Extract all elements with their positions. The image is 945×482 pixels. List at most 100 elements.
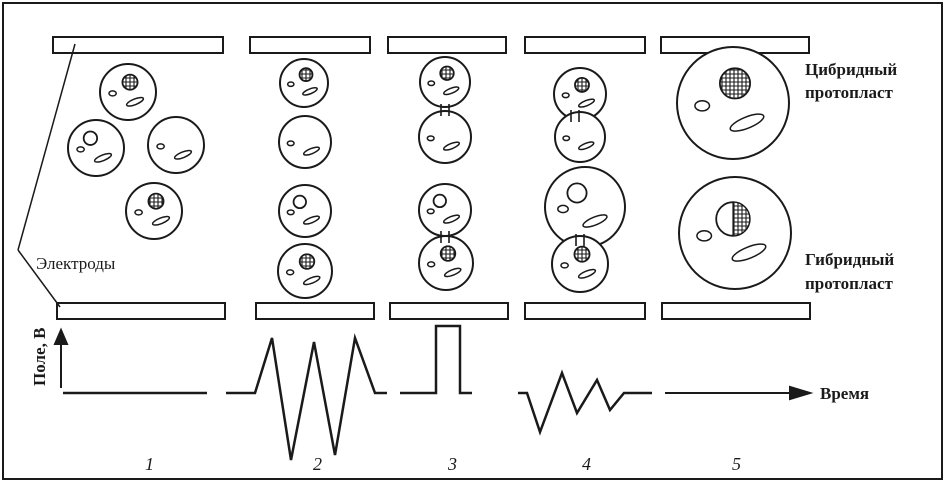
- bottom-electrode-5: [661, 302, 811, 320]
- protoplast-cell-18-nucleus-half: [732, 201, 751, 237]
- protoplast-cell-16-organelle: [560, 262, 569, 269]
- stage-number-2: 2: [313, 454, 322, 474]
- top-electrode-3: [387, 36, 507, 54]
- protoplast-cell-11-chloroplast: [442, 214, 461, 224]
- waveform-stage-4: [518, 369, 652, 436]
- bottom-electrode-3: [389, 302, 509, 320]
- stage-number-1: 1: [145, 454, 154, 474]
- protoplast-cell-10: [418, 110, 472, 164]
- bottom-electrode-1: [56, 302, 226, 320]
- protoplast-cell-12-chloroplast: [443, 267, 462, 278]
- top-electrodes: [52, 36, 810, 54]
- protoplast-cell-1-nucleus: [121, 73, 139, 91]
- protoplast-cell-17-organelle: [694, 100, 711, 112]
- protoplast-cell-12-nucleus: [439, 245, 457, 262]
- protoplast-cell-5: [279, 58, 329, 108]
- protoplast-cell-1: [99, 63, 157, 121]
- protoplast-cell-5-organelle: [286, 81, 295, 88]
- protoplast-cell-1-chloroplast: [125, 96, 145, 107]
- protoplast-cell-18-chloroplast: [731, 243, 767, 262]
- protoplast-cell-8-nucleus: [298, 253, 316, 270]
- fusion-contact-3: [570, 110, 580, 122]
- protoplast-cell-9-nucleus: [439, 65, 455, 81]
- protoplast-cell-16: [551, 235, 609, 293]
- stage-number-3: 3: [447, 454, 457, 474]
- protoplast-cell-6-organelle: [286, 140, 295, 147]
- protoplast-cell-12: [418, 235, 474, 291]
- protoplast-cell-10-chloroplast: [442, 141, 461, 151]
- waveform-stage-3: [400, 324, 472, 395]
- protoplast-cell-12-organelle: [426, 261, 436, 268]
- bottom-electrode-4: [524, 302, 646, 320]
- electrode-leader-lines: [17, 43, 76, 308]
- protoplast-cell-8: [277, 243, 333, 299]
- protoplast-cell-13-chloroplast: [577, 98, 596, 108]
- protoplast-cell-14-organelle: [562, 135, 571, 142]
- protoplast-cell-15-chloroplast: [582, 214, 608, 228]
- stage-number-4: 4: [582, 454, 591, 474]
- top-electrode-2: [249, 36, 371, 54]
- fusion-contact-2: [440, 231, 450, 243]
- protoplast-cell-11-vacuole: [432, 193, 447, 209]
- protoplast-cell-3-chloroplast: [173, 149, 193, 160]
- protoplast-cell-13-organelle: [561, 92, 570, 99]
- protoplast-cell-7-chloroplast: [302, 215, 321, 225]
- protoplast-cells: [67, 46, 792, 299]
- electrodes-label: Электроды: [36, 254, 116, 273]
- hybrid-label-line2: протопласт: [805, 274, 894, 293]
- protoplast-cell-6: [278, 115, 332, 169]
- cybrid-label-line1: Цибридный: [805, 60, 897, 79]
- protoplast-cell-4: [125, 182, 183, 240]
- protoplast-cell-5-nucleus: [298, 67, 314, 82]
- top-electrode-1: [52, 36, 224, 54]
- protoplast-cell-3: [147, 116, 205, 174]
- protoplast-cell-17: [676, 46, 790, 160]
- protoplast-cell-17-chloroplast: [729, 113, 765, 132]
- bottom-electrode-2: [255, 302, 375, 320]
- field-axis-label: Поле, В: [30, 328, 49, 386]
- stage-numbers: 1 2 3 4 5: [145, 454, 741, 474]
- protoplast-cell-7-vacuole: [292, 194, 307, 210]
- protoplast-cell-11-organelle: [426, 208, 435, 215]
- protoplast-cell-3-organelle: [156, 143, 165, 150]
- protoplast-cell-7: [278, 184, 332, 238]
- protoplast-cell-14: [554, 111, 606, 163]
- protoplast-cell-15-vacuole: [566, 182, 588, 204]
- time-axis: [665, 385, 814, 401]
- protoplast-cell-2-organelle: [76, 146, 85, 153]
- protoplast-cell-15-organelle: [557, 204, 569, 214]
- protoplast-cell-4-chloroplast: [151, 215, 171, 226]
- protoplast-cell-8-chloroplast: [302, 275, 321, 286]
- protoplast-cell-2: [67, 119, 125, 177]
- cybrid-label-line2: протопласт: [805, 83, 894, 102]
- protoplast-cell-9-chloroplast: [443, 86, 460, 96]
- protoplast-cell-10-organelle: [426, 135, 435, 142]
- protoplast-cell-16-chloroplast: [577, 268, 597, 279]
- waveform-stage-2: [226, 333, 387, 461]
- protoplast-cell-14-chloroplast: [578, 141, 595, 151]
- protoplast-cell-4-organelle: [134, 209, 143, 216]
- protoplast-cell-4-nucleus: [147, 192, 165, 210]
- fusion-contact-1: [440, 104, 450, 116]
- protoplast-cell-2-chloroplast: [93, 152, 113, 163]
- protoplast-cell-2-vacuole: [82, 130, 99, 146]
- protoplast-cell-18-organelle: [696, 230, 713, 242]
- hybrid-label-line1: Гибридный: [805, 250, 894, 269]
- protoplast-cell-5-chloroplast: [302, 87, 318, 96]
- protoplast-cell-7-organelle: [286, 209, 295, 216]
- protoplast-cell-13-nucleus: [574, 76, 590, 93]
- pulse-waveform: [63, 324, 652, 461]
- protoplast-cell-1-organelle: [108, 90, 117, 97]
- protoplast-cell-15: [544, 166, 626, 248]
- protoplast-cell-11: [418, 183, 472, 237]
- protoplast-cell-16-nucleus: [573, 245, 591, 263]
- protoplast-cell-9-organelle: [427, 80, 436, 87]
- protoplast-cell-17-nucleus: [718, 67, 752, 100]
- top-electrode-4: [524, 36, 646, 54]
- time-axis-label: Время: [820, 384, 869, 403]
- bottom-electrodes: [56, 302, 811, 320]
- fusion-contact-4: [575, 234, 585, 246]
- protoplast-cell-9: [419, 56, 471, 108]
